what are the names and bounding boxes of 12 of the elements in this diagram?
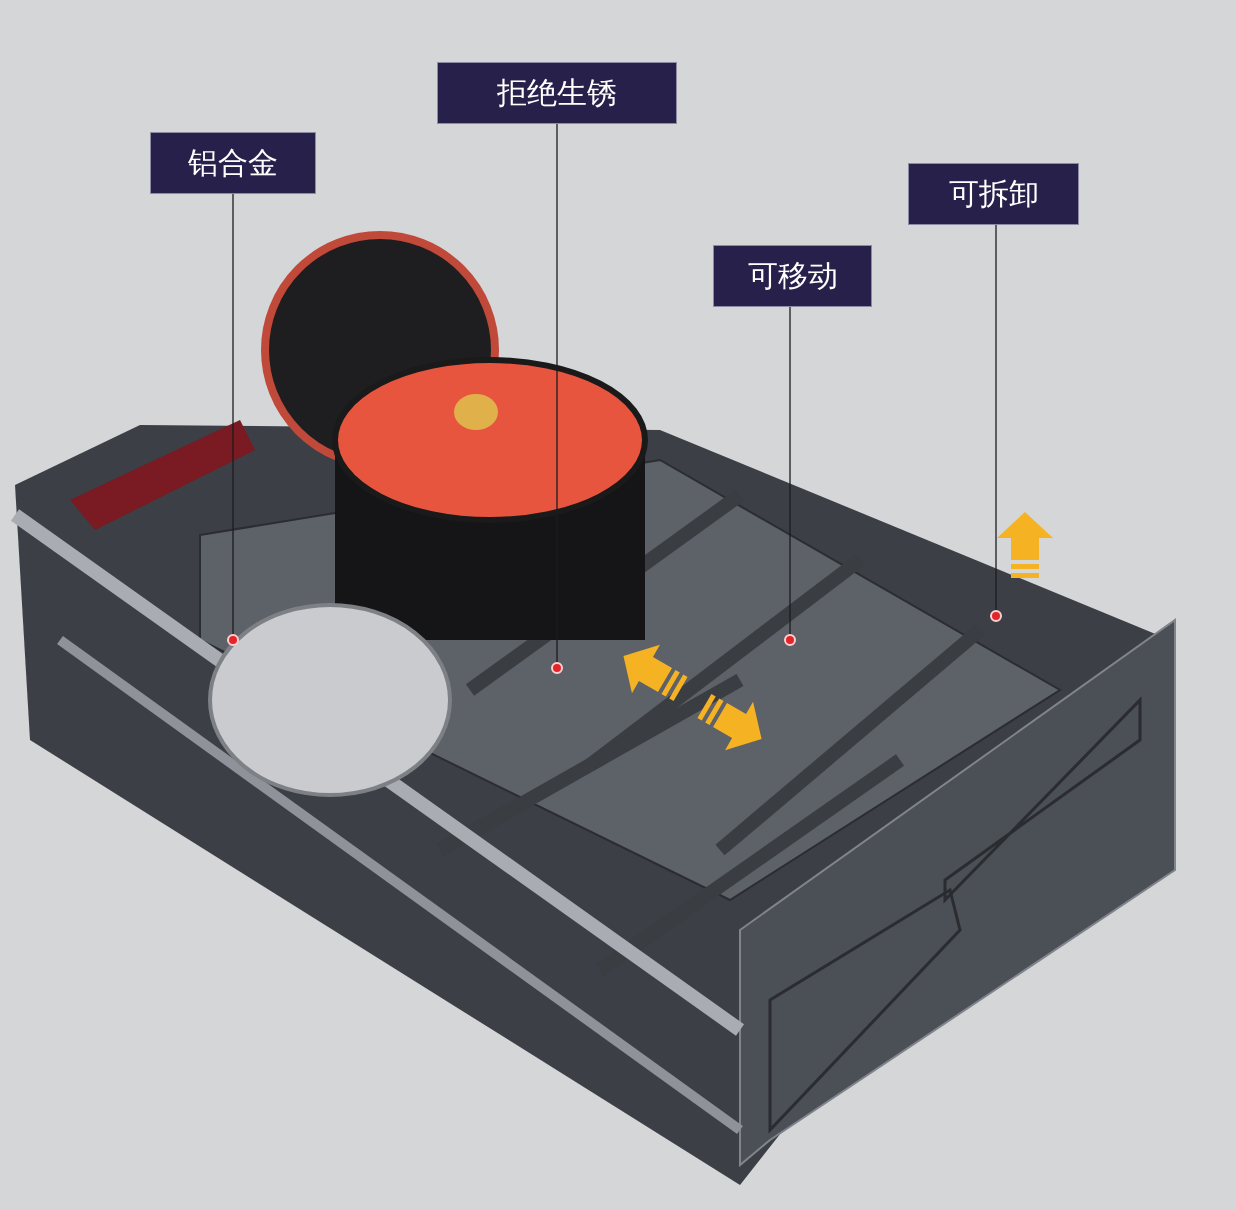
callout-label [437,62,677,124]
leader-line [232,193,234,635]
leader-line [789,306,791,635]
leader-line [995,224,997,611]
leader-line [556,123,558,663]
label-text: 可移动 [747,256,838,295]
callout-label [713,245,872,307]
callout-label [908,163,1079,225]
label-text: 可拆卸 [948,174,1039,213]
label-text: 拒绝生锈 [497,73,617,112]
label-text: 铝合金 [188,143,278,182]
callout-label [150,132,316,194]
